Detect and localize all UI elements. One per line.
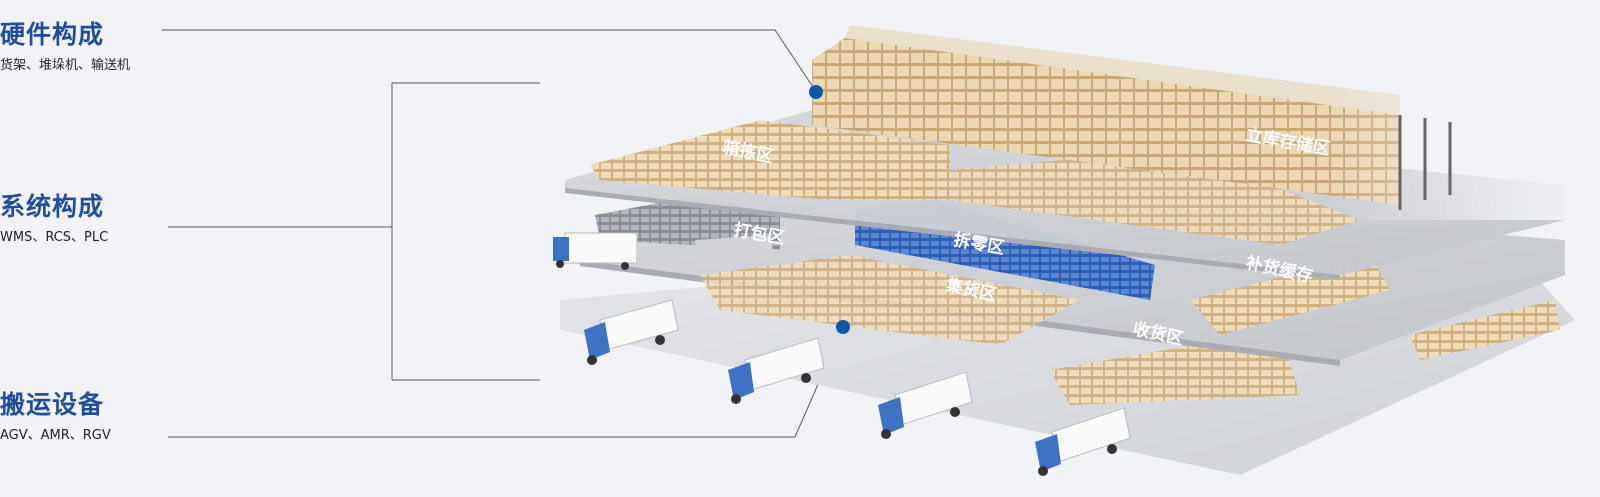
high-bay-rack <box>812 25 1580 220</box>
case-picking-goods <box>590 120 950 200</box>
consolidation-goods <box>700 255 1080 345</box>
handling-subtitle: AGV、AMR、RGV <box>0 428 111 443</box>
truck-3 <box>728 337 825 404</box>
hardware-marker-dot <box>809 85 823 99</box>
truck-4 <box>878 371 973 439</box>
handling-title: 搬运设备 <box>0 390 105 419</box>
handling-section: 搬运设备 AGV、AMR、RGV <box>0 390 111 443</box>
system-section: 系统构成 WMS、RCS、PLC <box>0 192 108 245</box>
system-title: 系统构成 <box>0 192 105 221</box>
truck-1 <box>553 232 638 270</box>
truck-5 <box>1035 407 1131 476</box>
system-subtitle: WMS、RCS、PLC <box>0 230 109 245</box>
hardware-section: 硬件构成 货架、堆垛机、输送机 <box>0 20 130 73</box>
handling-marker-dot <box>836 320 850 334</box>
hardware-leader <box>162 29 816 91</box>
system-bracket <box>391 82 540 381</box>
truck-2 <box>584 299 679 365</box>
hardware-subtitle: 货架、堆垛机、输送机 <box>0 58 131 73</box>
hardware-title: 硬件构成 <box>0 20 105 49</box>
